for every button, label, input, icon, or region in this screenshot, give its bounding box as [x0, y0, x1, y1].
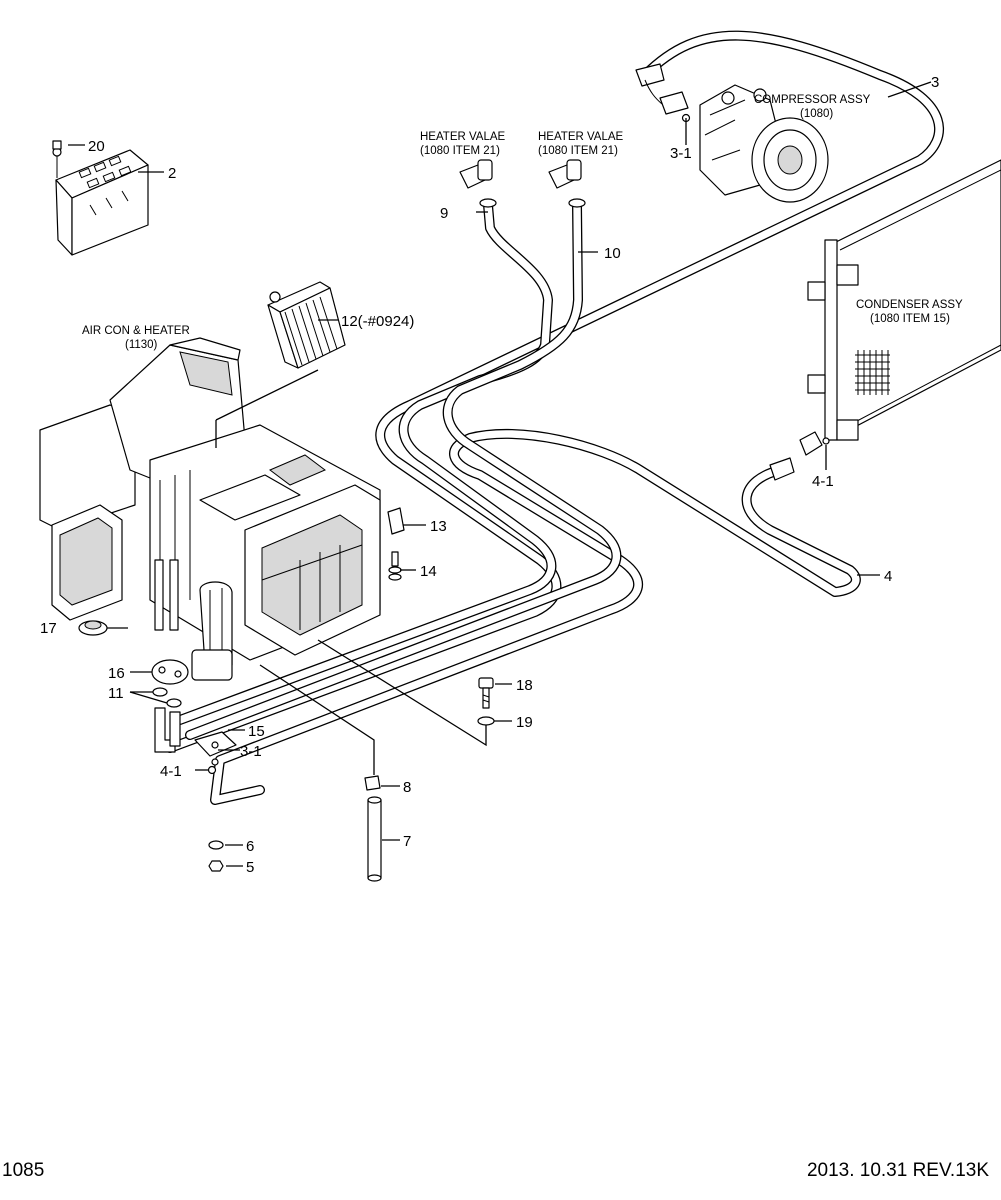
assembly-labels: COMPRESSOR ASSY (1080) CONDENSER ASSY (1… [82, 94, 963, 351]
callout-20: 20 [88, 138, 105, 155]
bolt-18 [478, 677, 494, 709]
callout-12: 12(-#0924) [341, 313, 414, 330]
condenser-core-grid [855, 350, 890, 395]
plate-16 [151, 659, 189, 685]
aircon-title: AIR CON & HEATER [82, 325, 190, 337]
compressor-title: COMPRESSOR ASSY [754, 94, 871, 106]
heater-valve-2-ref: (1080 ITEM 21) [538, 145, 618, 157]
grommets-11 [152, 687, 182, 708]
aircon-ref: (1130) [125, 339, 158, 351]
heater-valve-1-title: HEATER VALAE [420, 131, 506, 143]
elbow-pipes [154, 707, 181, 753]
callout-4-1-left: 4-1 [160, 763, 182, 780]
condenser-title: CONDENSER ASSY [856, 299, 963, 311]
grommet-17 [78, 620, 108, 636]
aircon-heater-unit [39, 337, 381, 681]
heater-valve-left [459, 159, 497, 208]
callout-15: 15 [248, 723, 265, 740]
refrigerant-line-4 [210, 428, 861, 805]
nut-5 [208, 860, 224, 872]
callout-3-1-bottom: 3-1 [240, 743, 262, 760]
callout-17: 17 [40, 620, 57, 637]
hose-7 [367, 796, 382, 882]
callout-18: 18 [516, 677, 533, 694]
compressor-assy [699, 84, 829, 203]
controller-panel [52, 147, 149, 256]
clip-8 [364, 775, 381, 791]
callout-19: 19 [516, 714, 533, 731]
callout-4: 4 [884, 568, 892, 585]
bracket-13 [387, 507, 405, 535]
condenser-assy [799, 159, 1001, 456]
evaporator-core [267, 281, 346, 369]
callout-13: 13 [430, 518, 447, 535]
screw-20 [52, 140, 62, 150]
callout-10: 10 [604, 245, 621, 262]
condenser-ref: (1080 ITEM 15) [870, 313, 950, 325]
callout-16: 16 [108, 665, 125, 682]
heater-valve-1-ref: (1080 ITEM 21) [420, 145, 500, 157]
heater-hoses [175, 159, 622, 740]
callout-numbers: 3 2 20 3-1 9 10 12(-#0924) 13 14 4-1 4 1… [40, 74, 939, 876]
plate-15 [194, 731, 237, 757]
heater-valve-right [548, 159, 586, 208]
callout-7: 7 [403, 833, 411, 850]
o-ring-3-1-bottom [211, 758, 219, 766]
callout-3-1-top: 3-1 [670, 145, 692, 162]
callout-2: 2 [168, 165, 176, 182]
bolt-14 [388, 551, 402, 581]
heater-valve-2-title: HEATER VALAE [538, 131, 624, 143]
date-revision: 2013. 10.31 REV.13K [806, 1160, 989, 1181]
page-number: 1085 [2, 1160, 45, 1181]
leader-lines [68, 81, 932, 867]
callout-11: 11 [108, 685, 124, 702]
washer-19 [477, 716, 495, 726]
callout-8: 8 [403, 779, 411, 796]
compressor-ref: (1080) [800, 108, 833, 120]
callout-4-1-right: 4-1 [812, 473, 834, 490]
callout-9: 9 [440, 205, 448, 222]
callout-3: 3 [931, 74, 939, 91]
callout-5: 5 [246, 859, 254, 876]
o-ring-4-1-bottom [207, 765, 217, 775]
washer-6 [208, 840, 224, 850]
callout-14: 14 [420, 563, 437, 580]
callout-6: 6 [246, 838, 254, 855]
